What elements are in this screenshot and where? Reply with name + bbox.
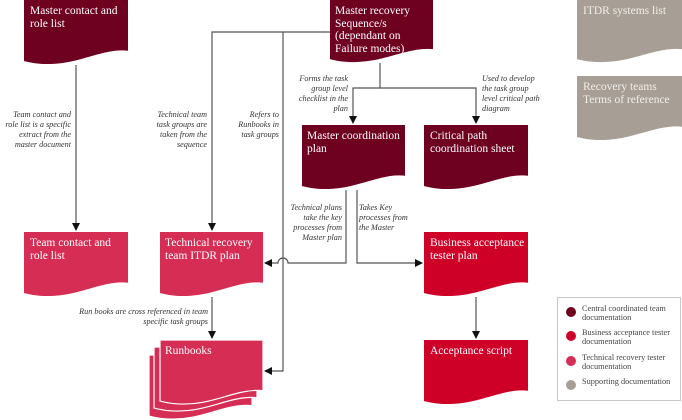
- doc-technical-recovery-label: Technical recovery team ITDR plan: [165, 237, 253, 262]
- note-takes-key: Takes Key processes from the Master: [359, 203, 408, 232]
- doc-critical-path: [424, 125, 528, 190]
- doc-team-contact-label: Team contact and role list: [30, 237, 111, 262]
- legend: Central coordinated team documentation B…: [557, 297, 681, 401]
- note-refers-runbooks: Refers to Runbooks in task groups: [238, 110, 279, 139]
- doc-recovery-teams: [577, 76, 682, 141]
- legend-item-business: Business acceptance tester documentation: [566, 328, 682, 347]
- connector-coordination-to-business-plan: [356, 190, 423, 267]
- legend-dot-central: [566, 307, 576, 317]
- doc-business-acceptance: [424, 232, 528, 297]
- connector-sequence-to-critical-path: [380, 87, 480, 124]
- legend-item-central: Central coordinated team documentation: [566, 304, 682, 323]
- doc-runbooks: [159, 339, 264, 405]
- connector-sequence-split: [349, 63, 381, 124]
- doc-master-recovery-label: Master recovery Sequence/s (dependant on…: [335, 5, 411, 55]
- doc-master-recovery: [330, 0, 433, 63]
- note-team-contact-extract: Team contact and role list is a specific…: [5, 110, 71, 149]
- note-runbooks-cross-ref: Run books are cross referenced in team s…: [79, 307, 208, 326]
- doc-master-coordination-label: Master coordination plan: [307, 130, 400, 155]
- note-technical-plans-key: Technical plans take the key processes f…: [290, 203, 342, 242]
- legend-label: Supporting documentation: [582, 377, 671, 386]
- legend-label: Business acceptance tester documentation: [582, 328, 671, 346]
- doc-team-contact: [24, 232, 128, 297]
- legend-item-technical: Technical recovery tester documentation: [566, 353, 682, 372]
- legend-dot-business: [566, 331, 576, 341]
- doc-business-acceptance-label: Business acceptance tester plan: [430, 237, 525, 262]
- doc-acceptance-script-label: Acceptance script: [430, 345, 513, 357]
- doc-itdr-systems-label: ITDR systems list: [583, 5, 667, 17]
- note-used-critical-path: Used to develop the task group level cri…: [482, 74, 540, 113]
- legend-item-supporting: Supporting documentation: [566, 377, 682, 390]
- doc-master-contact: [24, 0, 128, 65]
- connector-sequence-to-technical-plan: [208, 31, 330, 231]
- doc-master-contact-label: Master contact and role list: [30, 5, 118, 30]
- connector-sequence-to-runbooks: [264, 32, 284, 375]
- doc-recovery-teams-label: Recovery teams Terms of reference: [583, 81, 670, 106]
- doc-master-coordination: [302, 125, 405, 190]
- legend-dot-technical: [566, 356, 576, 366]
- doc-acceptance-script: [424, 340, 528, 405]
- legend-dot-supporting: [566, 380, 576, 390]
- legend-label: Central coordinated team documentation: [582, 304, 666, 322]
- legend-label: Technical recovery tester documentation: [582, 353, 666, 371]
- note-technical-task-groups: Technical team task groups are taken fro…: [156, 110, 207, 149]
- doc-itdr-systems: [577, 0, 682, 63]
- doc-critical-path-label: Critical path coordination sheet: [430, 130, 515, 155]
- connector-coordination-to-technical-plan: [264, 190, 347, 267]
- doc-technical-recovery: [160, 232, 263, 297]
- note-forms-checklist: Forms the task group level checklist in …: [298, 74, 348, 113]
- doc-runbooks-label: Runbooks: [165, 345, 212, 357]
